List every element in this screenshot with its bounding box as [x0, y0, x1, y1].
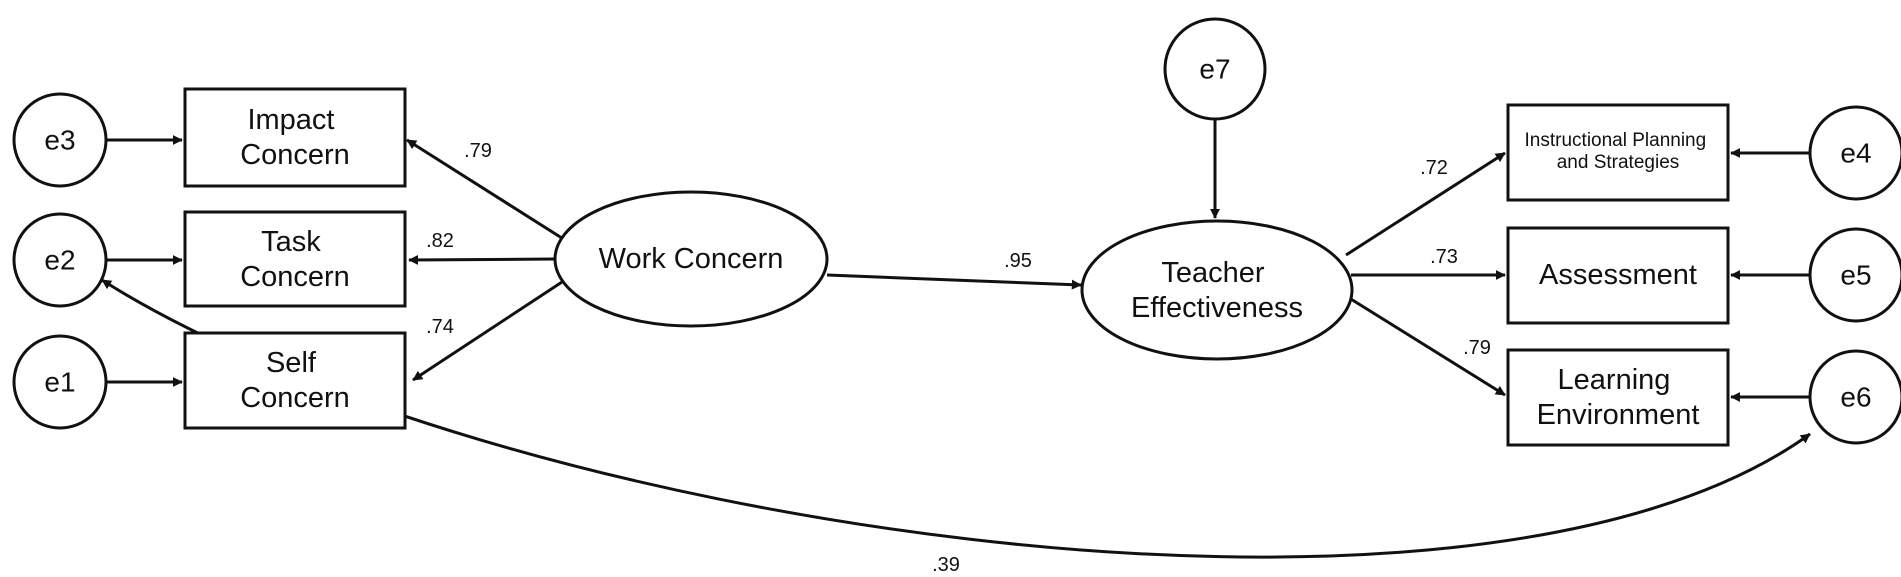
assessment-box [1506, 226, 1730, 325]
e2-label: e2 [44, 245, 75, 276]
impact-concern-box [183, 87, 407, 188]
assessment-label: Assessment [1539, 259, 1697, 291]
impact-concern-label: Impact Concern [240, 104, 350, 171]
task-concern-label-line-2: Concern [240, 261, 350, 293]
error-node-e3: e3 [12, 92, 108, 188]
latent-node-teacher-effectiveness: Teacher Effectiveness [1080, 219, 1354, 361]
task-concern-label-line-1: Task [261, 226, 321, 258]
arrow-work-concern-to-impact-concern [406, 138, 566, 242]
instructional-planning-label-line-2: and Strategies [1557, 152, 1680, 173]
learning-environment-label-line-2: Environment [1537, 399, 1700, 431]
coef-teacher-to-learning: .79 [1463, 337, 1491, 359]
error-node-e4: e4 [1808, 105, 1901, 201]
self-concern-label: Self Concern [240, 347, 350, 414]
work-concern-label: Work Concern [599, 243, 784, 275]
e7-circle [1163, 17, 1267, 121]
edges [101, 119, 1811, 559]
task-concern-box [183, 210, 407, 308]
work-concern-ellipse [553, 190, 829, 328]
nodes: e3 e2 e1 Impact Concern Task Concern [12, 17, 1901, 447]
e6-circle [1808, 349, 1901, 445]
learning-environment-label-line-1: Learning [1558, 364, 1671, 396]
observed-node-learning-environment: Learning Environment [1506, 348, 1730, 447]
arrow-teacher-effectiveness-to-instructional-planning [1345, 151, 1506, 257]
error-node-e7: e7 [1163, 17, 1267, 121]
error-node-e6: e6 [1808, 349, 1901, 445]
instructional-planning-label: Instructional Planning and Strategies [1525, 130, 1712, 173]
e5-circle [1808, 227, 1901, 323]
learning-environment-label: Learning Environment [1537, 364, 1700, 431]
impact-concern-label-line-2: Concern [240, 139, 350, 171]
instructional-planning-label-line-1: Instructional Planning [1525, 130, 1707, 151]
e5-label: e5 [1840, 260, 1871, 291]
coefficient-labels: .79 .82 .74 .95 .72 .73 .79 .39 [426, 140, 1491, 576]
latent-node-work-concern: Work Concern [553, 190, 829, 328]
error-node-e5: e5 [1808, 227, 1901, 323]
e2-circle [12, 212, 108, 308]
learning-environment-box [1506, 348, 1730, 447]
e7-label: e7 [1199, 54, 1230, 85]
e1-label: e1 [44, 367, 75, 398]
self-concern-label-line-1: Self [266, 347, 317, 379]
observed-node-task-concern: Task Concern [183, 210, 407, 308]
e4-label: e4 [1840, 138, 1871, 169]
e1-circle [12, 334, 108, 430]
e6-label: e6 [1840, 382, 1871, 413]
coef-work-to-self: .74 [426, 316, 454, 338]
e3-label: e3 [44, 125, 75, 156]
error-node-e2: e2 [12, 212, 108, 308]
e3-circle [12, 92, 108, 188]
teacher-effectiveness-label-line-1: Teacher [1161, 257, 1265, 289]
e4-circle [1808, 105, 1901, 201]
coef-e2-with-e6: .39 [932, 554, 960, 576]
teacher-effectiveness-ellipse [1080, 219, 1354, 361]
teacher-effectiveness-label: Teacher Effectiveness [1131, 257, 1303, 324]
task-concern-label: Task Concern [240, 226, 350, 293]
impact-concern-label-line-1: Impact [247, 104, 334, 136]
error-node-e1: e1 [12, 334, 108, 430]
coef-work-to-teacher: .95 [1004, 250, 1032, 272]
coef-work-to-task: .82 [426, 230, 454, 252]
observed-node-instructional-planning: Instructional Planning and Strategies [1506, 103, 1730, 202]
coef-teacher-to-instructional: .72 [1420, 157, 1448, 179]
observed-node-assessment: Assessment [1506, 226, 1730, 325]
self-concern-label-line-2: Concern [240, 382, 350, 414]
self-concern-box [183, 331, 407, 430]
arrow-work-concern-to-task-concern [408, 254, 556, 265]
teacher-effectiveness-label-line-2: Effectiveness [1131, 292, 1303, 324]
observed-node-impact-concern: Impact Concern [183, 87, 407, 188]
instructional-planning-box [1506, 103, 1730, 202]
coef-teacher-to-assessment: .73 [1430, 246, 1458, 268]
arrow-work-concern-to-teacher-effectiveness [826, 273, 1082, 290]
coef-work-to-impact: .79 [464, 140, 492, 162]
observed-node-self-concern: Self Concern [183, 331, 407, 430]
